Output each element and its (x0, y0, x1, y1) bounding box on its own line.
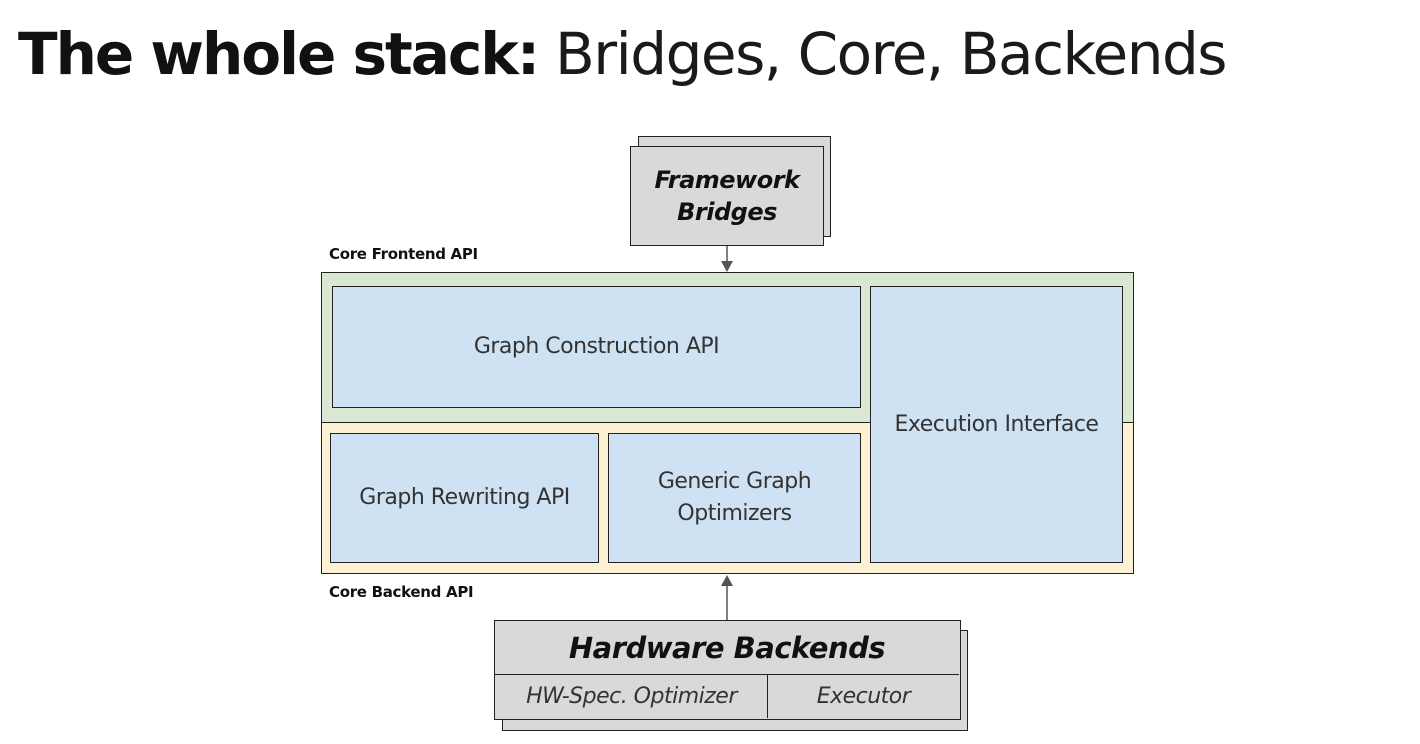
execution-interface-box: Execution Interface (870, 286, 1123, 563)
framework-bridges-box: Framework Bridges (630, 146, 824, 246)
title-bold: The whole stack: (18, 20, 540, 88)
slide-title: The whole stack: Bridges, Core, Backends (18, 14, 1228, 94)
graph-rewriting-box: Graph Rewriting API (330, 433, 599, 563)
graph-construction-box: Graph Construction API (332, 286, 861, 408)
hardware-backends-divider (495, 674, 959, 675)
generic-graph-optimizers-box: Generic Graph Optimizers (608, 433, 861, 563)
hardware-backends-vdivider (767, 674, 768, 718)
graph-construction-label: Graph Construction API (473, 334, 720, 359)
graph-rewriting-label: Graph Rewriting API (359, 485, 570, 510)
generic-optimizers-line2: Optimizers (677, 501, 792, 526)
core-backend-api-label: Core Backend API (329, 583, 474, 601)
framework-bridges-line2: Bridges (677, 198, 777, 226)
executor-label: Executor (816, 684, 911, 709)
core-frontend-api-label: Core Frontend API (329, 245, 478, 263)
framework-bridges-line1: Framework (654, 166, 800, 194)
hardware-backends-title: Hardware Backends (568, 631, 886, 665)
generic-optimizers-line1: Generic Graph (657, 469, 812, 494)
arrow-up-icon (721, 575, 733, 620)
execution-interface-label: Execution Interface (894, 411, 1099, 437)
hardware-backends-box: Hardware Backends HW-Spec. Optimizer Exe… (494, 620, 961, 720)
hw-spec-optimizer-label: HW-Spec. Optimizer (526, 684, 737, 709)
title-light: Bridges, Core, Backends (555, 20, 1228, 88)
arrow-down-icon (721, 246, 733, 272)
